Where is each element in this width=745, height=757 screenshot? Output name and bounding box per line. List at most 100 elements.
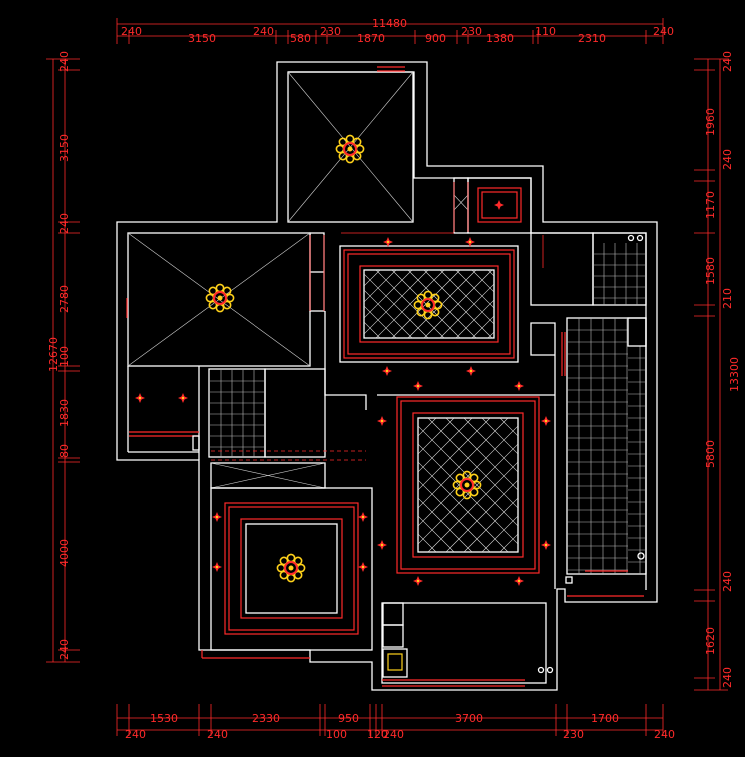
- downlight-icon: [465, 237, 475, 247]
- downlight-icon: [383, 237, 393, 247]
- downlight-icon: [541, 416, 551, 426]
- left-dim-2: 3150: [58, 134, 71, 162]
- right-dim-10: 240: [721, 667, 734, 688]
- right-dim-7: 5800: [704, 440, 717, 468]
- right-dimension-chain: 13300 240 1960 240 1170 1580 210 5800 24…: [694, 51, 741, 691]
- right-dim-1: 240: [721, 51, 734, 72]
- downlight-icon: [413, 381, 423, 391]
- top-dim-4: 580: [290, 32, 311, 45]
- left-dim-6: 1830: [58, 399, 71, 427]
- downlight-icon: [413, 576, 423, 586]
- windows: [126, 66, 644, 687]
- chandeliers: [205, 134, 482, 583]
- left-dim-total: 12670: [47, 337, 60, 372]
- living-ceiling: [396, 396, 540, 574]
- top-dim-12: 240: [653, 25, 674, 38]
- bottom-dim-10: 240: [383, 728, 404, 741]
- top-dim-5: 230: [320, 25, 341, 38]
- top-dim-9: 1380: [486, 32, 514, 45]
- downlight-icon: [514, 381, 524, 391]
- top-dim-1: 240: [121, 25, 142, 38]
- top-dim-total: 11480: [372, 17, 407, 30]
- downlight-icon: [358, 562, 368, 572]
- bottom-dim-5: 1700: [591, 712, 619, 725]
- ceiling-diagonals: [127, 71, 414, 367]
- bottom-dimension-chain: 1530 2330 950 3700 1700 240 240 100 120 …: [116, 704, 675, 741]
- room-dining: [339, 245, 519, 363]
- outer-wall: [116, 61, 658, 691]
- right-dim-5: 1580: [704, 257, 717, 285]
- fridge-icon: [382, 624, 404, 648]
- bottom-dim-4: 3700: [455, 712, 483, 725]
- top-dim-3: 240: [253, 25, 274, 38]
- downlight-icon: [382, 366, 392, 376]
- bottom-dim-1: 1530: [150, 712, 178, 725]
- fixtures: [192, 234, 647, 678]
- downlight-icon: [541, 540, 551, 550]
- right-dim-6: 210: [721, 288, 734, 309]
- bottom-dim-3: 950: [338, 712, 359, 725]
- left-dim-3: 240: [58, 213, 71, 234]
- room-bottom-left: [210, 487, 373, 651]
- right-dim-4: 1170: [704, 191, 717, 219]
- right-dim-3: 240: [721, 149, 734, 170]
- dining-ceiling: [343, 249, 515, 359]
- chandelier-icon: [205, 283, 235, 313]
- hall-dashed-lines: [211, 450, 366, 461]
- room-laundry: [530, 232, 594, 306]
- right-dim-9: 1620: [704, 627, 717, 655]
- left-dimension-chain: 12670 240 3150 240 2780 100 1830 80 4000…: [46, 51, 80, 663]
- room-top-bedroom: [287, 71, 414, 223]
- bottom-dim-12: 240: [654, 728, 675, 741]
- downlight-icon: [377, 416, 387, 426]
- downlight-icon: [212, 562, 222, 572]
- chandelier-icon: [413, 290, 443, 320]
- downlight-icon: [377, 540, 387, 550]
- inner-wall: [288, 71, 647, 590]
- bottom-dim-11: 230: [563, 728, 584, 741]
- top-dim-2: 3150: [188, 32, 216, 45]
- drain-icon: [537, 666, 545, 674]
- left-dim-4: 2780: [58, 285, 71, 313]
- chandelier-icon: [276, 553, 306, 583]
- corridor-closet: [264, 368, 326, 458]
- floor-drain-icon: [637, 552, 645, 560]
- bathroom-left: [208, 368, 266, 458]
- bottom-dim-2: 2330: [252, 712, 280, 725]
- left-dim-5: 100: [58, 346, 71, 367]
- bottom-dim-8: 100: [326, 728, 347, 741]
- closet-top: [453, 177, 469, 234]
- top-dim-7: 900: [425, 32, 446, 45]
- left-dim-8: 4000: [58, 539, 71, 567]
- downlights: [135, 200, 551, 586]
- downlight-icon: [466, 366, 476, 376]
- right-dim-total: 13300: [728, 357, 741, 392]
- chandelier-icon: [452, 470, 482, 500]
- left-dim-1: 240: [58, 51, 71, 72]
- bottom-room-ceiling: [224, 502, 359, 635]
- stove-icon: [382, 648, 408, 678]
- downlight-icon: [514, 576, 524, 586]
- toilet-icon: [627, 234, 635, 242]
- downlight-icon: [494, 200, 504, 210]
- walls: [116, 61, 658, 691]
- switch-icon: [192, 435, 200, 451]
- downlight-icon: [135, 393, 145, 403]
- left-dim-7: 80: [58, 444, 71, 458]
- right-dim-8: 240: [721, 571, 734, 592]
- tile-grids: [210, 243, 646, 574]
- bottom-dim-7: 240: [207, 728, 228, 741]
- bottom-dim-9: 120: [367, 728, 388, 741]
- left-dim-9: 240: [58, 639, 71, 660]
- sink-icon: [382, 602, 404, 626]
- right-dim-2: 1960: [704, 108, 717, 136]
- top-dim-6: 1870: [357, 32, 385, 45]
- bottom-dim-6: 240: [125, 728, 146, 741]
- downlight-icon: [358, 512, 368, 522]
- downlight-icon: [212, 512, 222, 522]
- bathroom-top-right: [592, 232, 647, 306]
- small-room-ceiling: [477, 187, 522, 223]
- room-kitchen: [381, 602, 547, 684]
- room-right-balcony: [566, 317, 647, 575]
